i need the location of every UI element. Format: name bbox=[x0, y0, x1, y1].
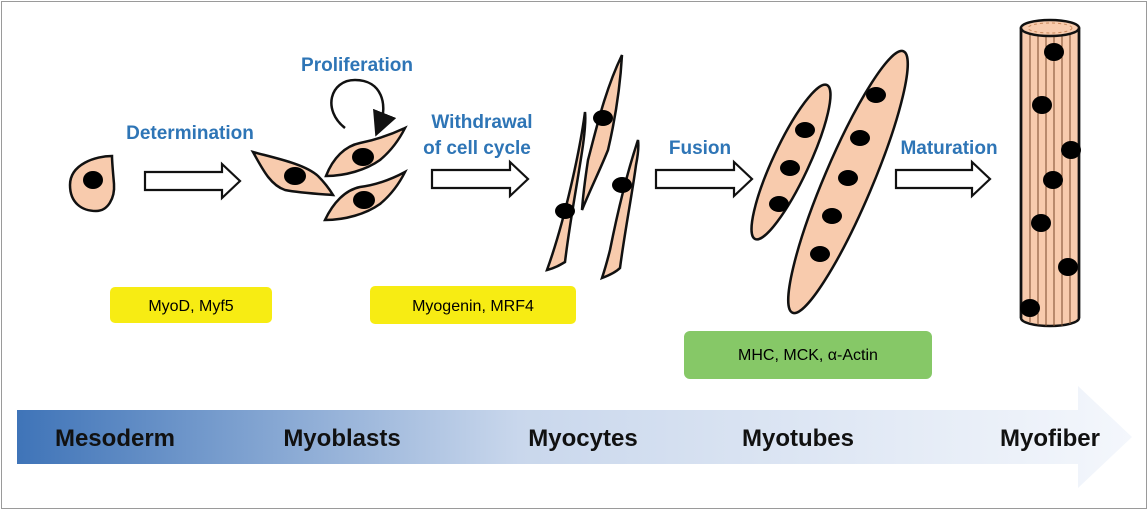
marker-mhc-text: MHC, MCK, α-Actin bbox=[738, 347, 878, 364]
marker-myod-text: MyoD, Myf5 bbox=[148, 298, 233, 315]
stage-progression-arrow bbox=[17, 386, 1132, 488]
marker-box-mhc: MHC, MCK, α-Actin bbox=[684, 331, 932, 379]
label-fusion: Fusion bbox=[669, 138, 731, 159]
marker-box-myod: MyoD, Myf5 bbox=[110, 287, 272, 323]
marker-myogenin-text: Myogenin, MRF4 bbox=[412, 298, 534, 315]
label-withdrawal-line1: Withdrawal bbox=[431, 112, 532, 133]
stage-myocytes: Myocytes bbox=[528, 425, 637, 452]
arrow-fusion bbox=[654, 159, 754, 199]
myocyte-cells bbox=[545, 54, 640, 281]
stage-myoblasts: Myoblasts bbox=[283, 425, 400, 452]
label-determination: Determination bbox=[126, 123, 254, 144]
myoblast-cells bbox=[250, 125, 408, 222]
stage-myotubes: Myotubes bbox=[742, 425, 854, 452]
label-maturation: Maturation bbox=[900, 138, 997, 159]
label-proliferation: Proliferation bbox=[301, 55, 413, 76]
arrow-determination bbox=[143, 161, 242, 201]
proliferation-loop-arrow bbox=[330, 78, 397, 137]
arrow-withdrawal bbox=[430, 159, 530, 199]
stage-myofiber: Myofiber bbox=[1000, 425, 1100, 452]
stage-mesoderm: Mesoderm bbox=[55, 425, 175, 452]
myotube-cells bbox=[750, 49, 909, 315]
label-withdrawal-line2: of cell cycle bbox=[423, 138, 531, 159]
myofiber bbox=[1019, 18, 1081, 328]
marker-box-myogenin: Myogenin, MRF4 bbox=[370, 286, 576, 324]
mesoderm-cell bbox=[68, 154, 116, 213]
arrow-maturation bbox=[894, 159, 992, 199]
